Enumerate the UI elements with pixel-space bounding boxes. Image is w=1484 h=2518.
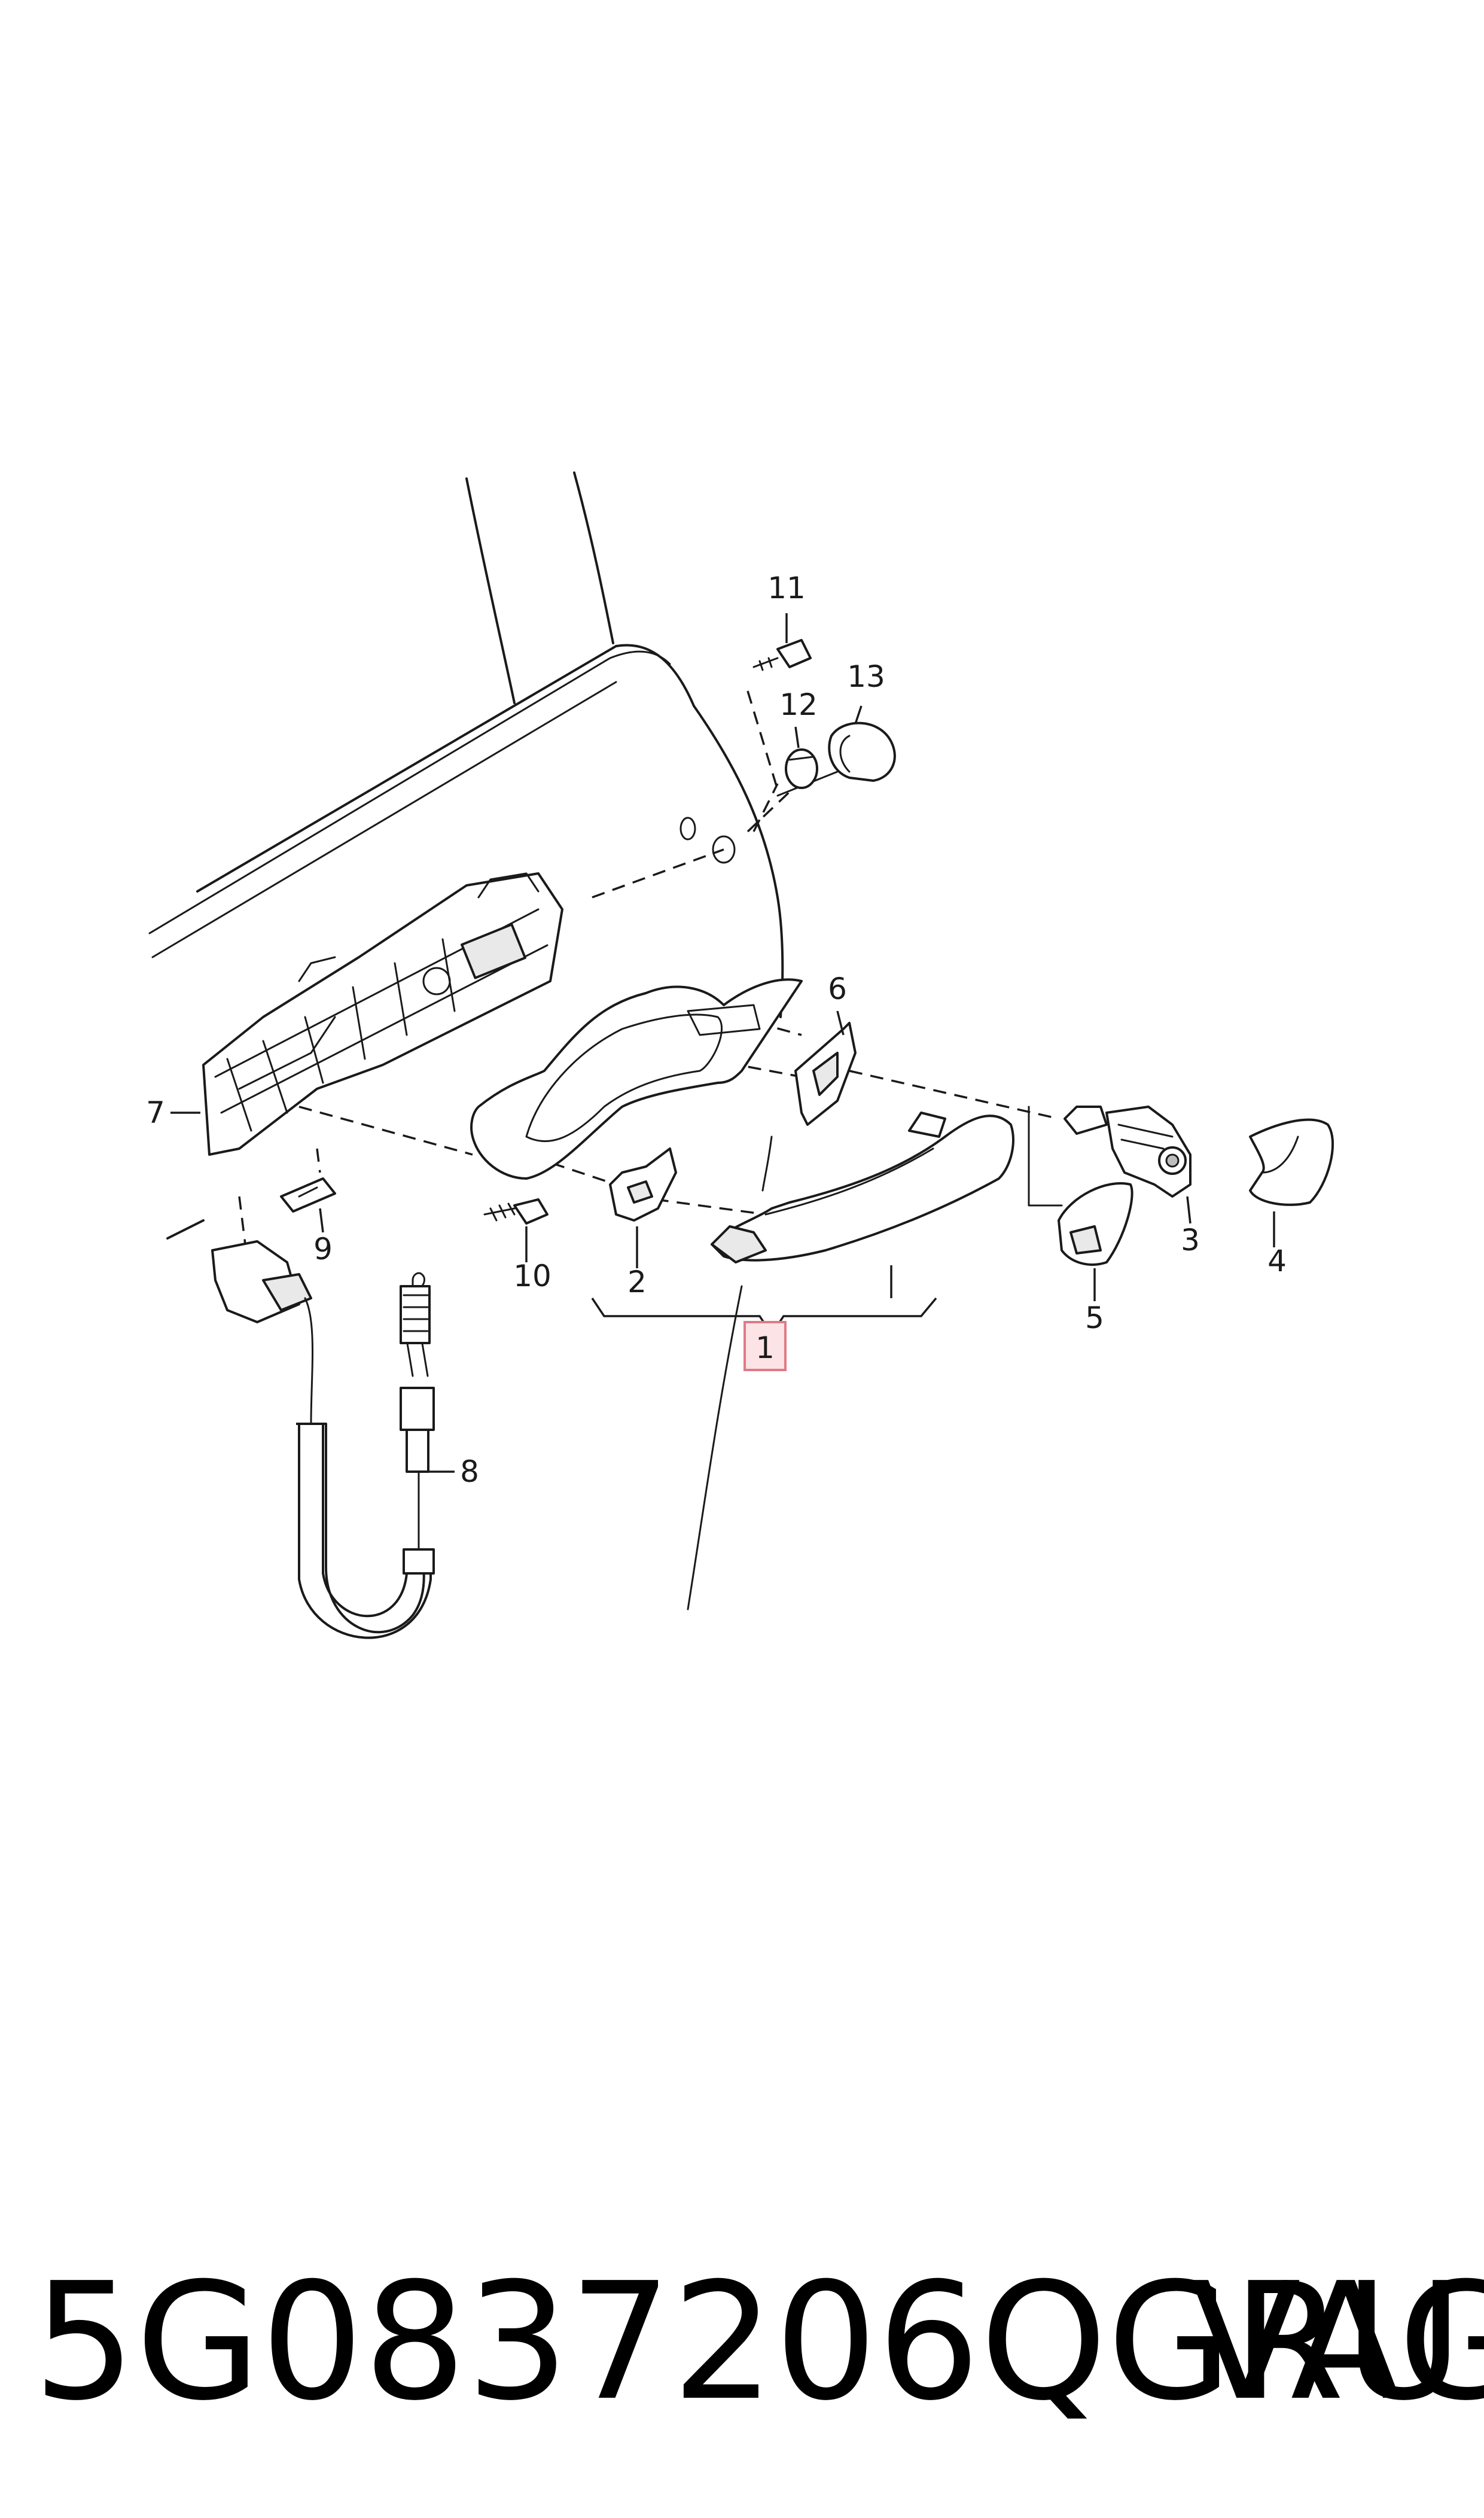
callout-3: 3 xyxy=(1181,1223,1200,1258)
screw-part-10 xyxy=(483,1198,548,1225)
callout-2: 2 xyxy=(627,1265,647,1299)
bowden-cable xyxy=(211,1240,435,1639)
handle-carrier-bracket xyxy=(202,872,563,1156)
callout-5: 5 xyxy=(1085,1301,1104,1335)
callout-10: 10 xyxy=(513,1259,551,1293)
callout-12: 12 xyxy=(779,687,818,722)
callout-7: 7 xyxy=(146,1095,165,1130)
grommet-part-12 xyxy=(785,748,818,789)
gasket-part-2 xyxy=(609,1147,677,1222)
clip-part xyxy=(280,1177,336,1213)
callout-4: 4 xyxy=(1267,1244,1287,1278)
handle-recess xyxy=(470,978,803,1180)
callout-labels: 1 2 3 4 5 6 7 8 9 10 11 12 13 xyxy=(146,571,1287,1489)
cap-part-5 xyxy=(1058,1182,1133,1266)
lock-cylinder-part-3 xyxy=(1064,1106,1192,1198)
callout-1: 1 xyxy=(755,1330,775,1365)
cap-part-13 xyxy=(828,721,896,782)
callout-8: 8 xyxy=(460,1454,479,1489)
highlighted-callout-box xyxy=(743,1321,787,1371)
callout-13: 13 xyxy=(847,659,885,694)
cap-part-4 xyxy=(1249,1118,1334,1206)
outer-door-handle xyxy=(711,1112,1014,1263)
callout-9: 9 xyxy=(313,1232,333,1266)
screw-part-11 xyxy=(752,639,812,671)
door-panel xyxy=(148,471,784,1610)
callout-11: 11 xyxy=(767,571,806,605)
part-number: 5G0837206QGRU xyxy=(33,2248,1463,2436)
gasket-part-6 xyxy=(794,1022,857,1126)
brand-name: VAG xyxy=(1190,2248,1484,2436)
callout-6: 6 xyxy=(828,972,847,1006)
